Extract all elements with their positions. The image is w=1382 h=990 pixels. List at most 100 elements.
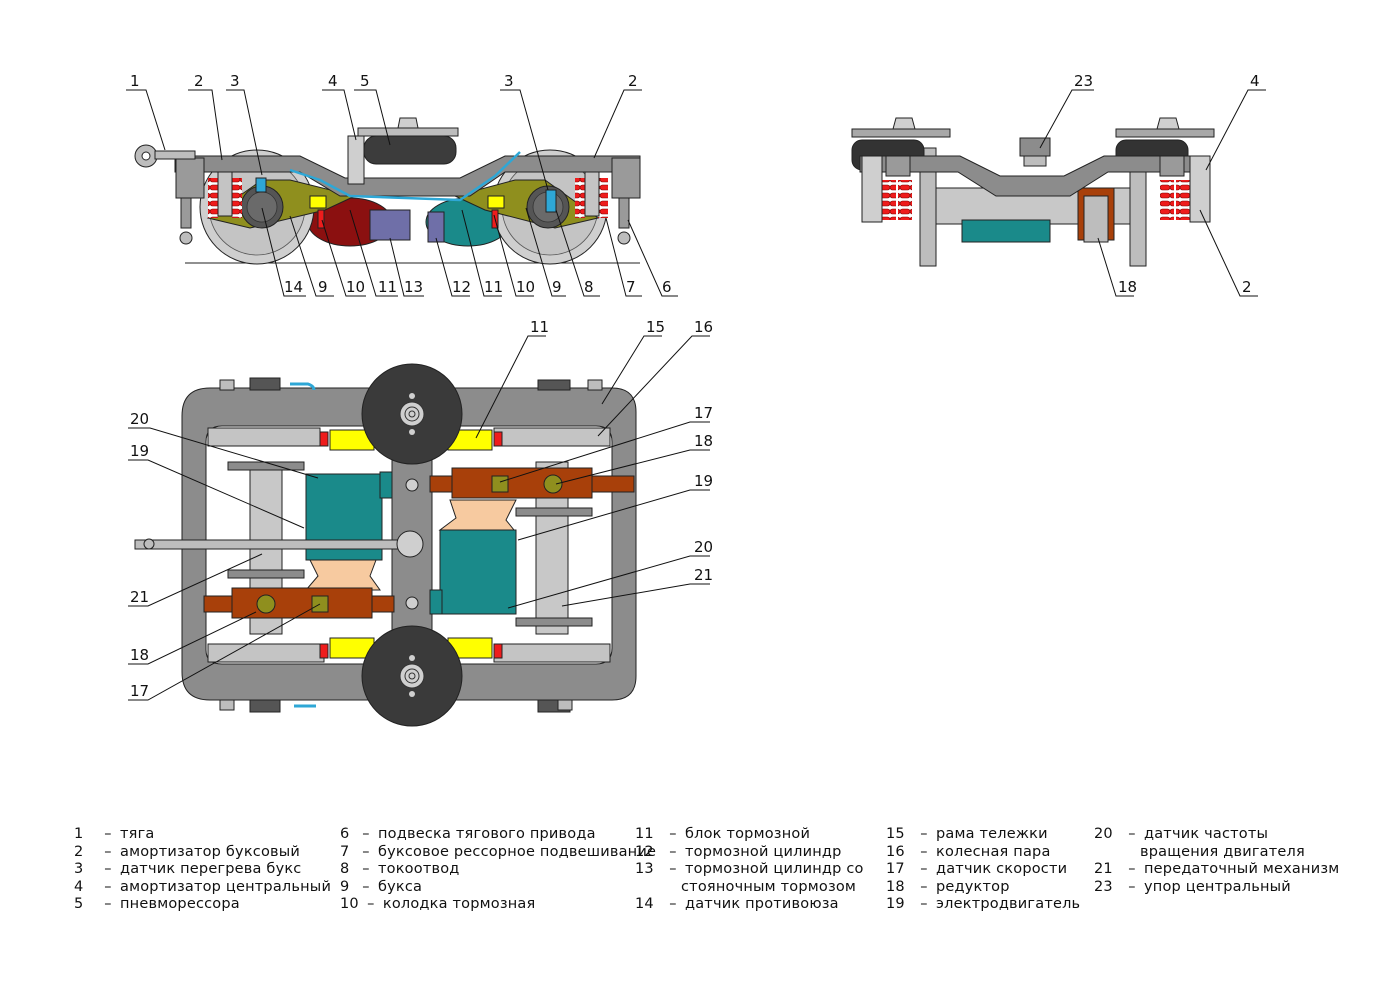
plan-motor-right-end: [429, 589, 443, 615]
primary-spring-left-b: [232, 178, 242, 218]
legend-item-number: 16: [886, 843, 905, 860]
legend-item: 6–подвеска тягового привода: [340, 826, 656, 844]
plan-fitting-6: [249, 699, 281, 713]
callout-5: 5: [360, 72, 370, 90]
legend-item-dash: –: [669, 896, 677, 913]
plan-fitting-5: [219, 699, 235, 711]
end-callouts: 23 4 18 2: [1039, 72, 1266, 297]
legend-item-text: амортизатор центральный: [120, 878, 332, 895]
callout-20-left: 20: [130, 410, 149, 428]
end-spring-right-a: [1160, 180, 1174, 220]
brake-shoe-left: [317, 209, 325, 229]
callout-20-right: 20: [694, 538, 713, 556]
drive-suspension-left: [179, 197, 193, 245]
legend-item-number: 13: [635, 861, 654, 878]
legend-item-text: амортизатор буксовый: [120, 843, 301, 860]
legend-item-dash: –: [104, 843, 112, 860]
air-spring-cap: [397, 117, 419, 129]
axlebox-left: [240, 185, 284, 229]
callout-9-left: 9: [318, 278, 328, 296]
primary-spring-right-b: [598, 178, 608, 218]
callout-13: 13: [404, 278, 423, 296]
plan-coupling-bottom: [304, 559, 381, 591]
legend-item-number: 18: [886, 878, 905, 895]
plan-brake-disk-bottom: [361, 625, 463, 727]
legend-item: 19–электродвигатель: [886, 896, 1080, 914]
plan-gearbox-top-hub: [543, 474, 563, 494]
callout-16: 16: [694, 318, 713, 336]
end-motor: [961, 219, 1051, 243]
air-spring: [363, 135, 457, 165]
legend-item: 18–редуктор: [886, 879, 1080, 897]
legend-item-number: 6: [340, 826, 350, 842]
side-callouts-bottom: 14 9 10 11 13 12 11 10 9 8 7 6: [261, 207, 678, 297]
legend-item-dash: –: [1128, 861, 1136, 878]
callout-6: 6: [662, 278, 672, 296]
plan-brake-shoe-2: [493, 431, 503, 447]
legend-item-number: 7: [340, 843, 350, 860]
frame-end-right: [611, 157, 641, 199]
legend-item-number: 12: [635, 843, 654, 860]
brake-block-unit-left: [309, 195, 327, 209]
end-air-spring-plate-right: [1115, 128, 1215, 138]
plan-pipe-top: [290, 382, 316, 391]
legend-item: 13–тормозной цилиндр со: [635, 861, 864, 879]
legend-item-text: передаточный механизм: [1144, 861, 1340, 878]
end-axlebox-left: [861, 155, 883, 223]
legend-item-text: буксовое рессорное подвешивание: [378, 843, 657, 860]
legend-item-dash: –: [920, 826, 928, 842]
legend-item-text: блок тормозной: [685, 826, 811, 842]
callout-3-left: 3: [230, 72, 240, 90]
air-spring-top-plate: [357, 127, 459, 137]
legend-item-dash: –: [1128, 878, 1136, 895]
legend-item-number: 20: [1094, 826, 1113, 842]
callout-2-end: 2: [1242, 278, 1252, 296]
end-air-spring-plate-left: [851, 128, 951, 138]
callout-14: 14: [284, 278, 303, 296]
brake-cylinder-parking: [369, 209, 411, 241]
plan-motor-right: [439, 529, 517, 615]
plan-coupling-top: [438, 499, 517, 531]
legend-item-dash: –: [669, 826, 677, 842]
legend-item-dash: –: [920, 843, 928, 860]
legend-item-dash: –: [104, 861, 112, 878]
plan-brake-shoe-4: [493, 643, 503, 659]
callout-1: 1: [130, 72, 140, 90]
legend-item: 8–токоотвод: [340, 861, 656, 879]
plan-traction-rod-pivot: [396, 530, 424, 558]
callout-2-right: 2: [628, 72, 638, 90]
legend-item: 5–пневморессора: [74, 896, 331, 914]
callout-19-right: 19: [694, 472, 713, 490]
legend-item-continuation: вращения двигателя: [1140, 843, 1305, 860]
plan-traction-rod-bolt: [143, 538, 155, 550]
plan-axle-flange-3: [515, 507, 593, 517]
end-air-spring-cap-right: [1156, 117, 1180, 130]
legend-item-text: букса: [378, 878, 423, 895]
plan-view: 20 19 21 18 17 11 15 16 17 18 19 20: [128, 318, 713, 727]
legend-item-number: 23: [1094, 878, 1113, 895]
callout-10-right: 10: [516, 278, 535, 296]
plan-callouts-left: 20 19 21 18 17: [128, 410, 321, 701]
legend-item: 21–передаточный механизм: [1094, 861, 1339, 879]
callout-18-left: 18: [130, 646, 149, 664]
legend-item-text: электродвигатель: [936, 896, 1081, 913]
central-damper: [347, 135, 365, 185]
legend-item: 1–тяга: [74, 826, 331, 844]
legend-item: 7–буксовое рессорное подвешивание: [340, 844, 656, 862]
callout-3-right: 3: [504, 72, 514, 90]
plan-beam-bolt-bottom: [405, 596, 419, 610]
plan-wheelset-bottom-left: [207, 643, 325, 663]
legend-item-number: 11: [635, 826, 654, 842]
callout-23: 23: [1074, 72, 1093, 90]
side-view: 1 2 3 4 5 3 2 14 9 10 11 13 12: [126, 72, 678, 297]
legend-item-dash: –: [669, 843, 677, 860]
callout-11-plan: 11: [530, 318, 549, 336]
legend-item: 4–амортизатор центральный: [74, 879, 331, 897]
callout-9-right: 9: [552, 278, 562, 296]
plan-wheelset-bottom-right: [493, 643, 611, 663]
brake-cylinder: [427, 211, 445, 243]
end-center-stop: [1019, 137, 1051, 157]
callout-7: 7: [626, 278, 636, 296]
callout-21-right: 21: [694, 566, 713, 584]
